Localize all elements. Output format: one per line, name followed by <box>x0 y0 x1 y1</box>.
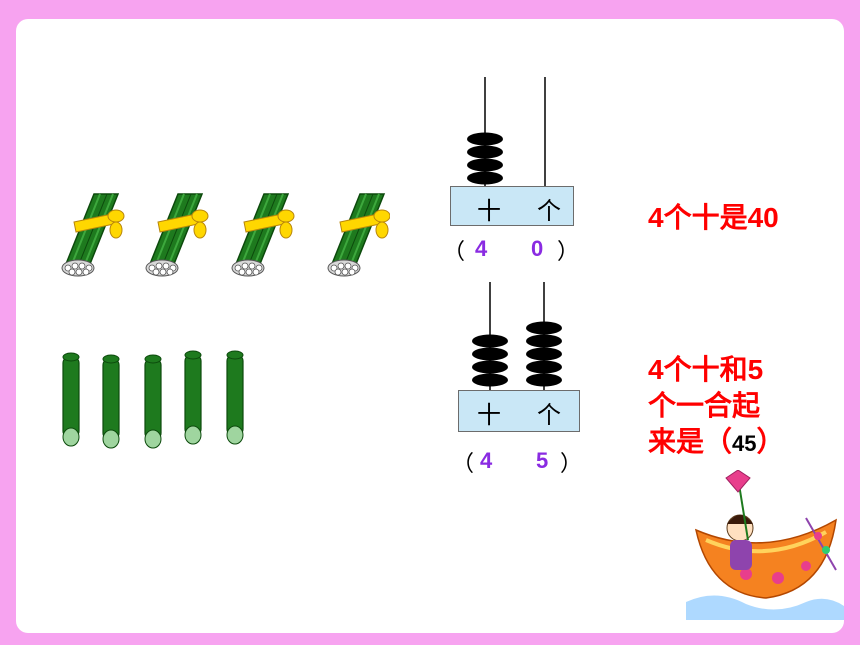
statement-forty: 4个十是40 <box>648 202 779 233</box>
slide-canvas <box>16 19 844 633</box>
tens-digit: 4 <box>475 236 488 261</box>
abacus-1-beads <box>467 132 503 185</box>
statement-line-3-prefix: 来是（ <box>648 426 733 457</box>
stick-bundles <box>61 193 390 277</box>
bundle-of-ten-4 <box>327 193 390 277</box>
ones-digit: 0 <box>531 236 544 261</box>
close-paren: ） <box>557 240 580 265</box>
ones-place-label: 个 <box>537 401 561 429</box>
statement-line-2: 个一合起 <box>648 390 761 421</box>
abacus-2-ones-bead-3 <box>526 347 562 361</box>
abacus-1-reading: （ 4 0 ） <box>443 234 583 265</box>
tens-place-label: 十 <box>477 401 501 429</box>
abacus-2-tens-bead-2 <box>472 360 508 374</box>
abacus-2-tens-bead-4 <box>472 334 508 348</box>
bundle-of-ten-1 <box>61 193 125 277</box>
abacus-2-tens-bead-1 <box>472 373 508 387</box>
boat-girl-illustration <box>686 470 844 620</box>
single-stick-5 <box>226 350 244 445</box>
abacus-1-tens-bead-3 <box>467 145 503 159</box>
single-stick-2 <box>102 354 120 449</box>
single-stick-1 <box>62 352 80 447</box>
abacus-2-ones-bead-2 <box>526 360 562 374</box>
tens-place-label: 十 <box>477 197 501 225</box>
ones-digit: 5 <box>536 448 549 473</box>
abacus-1-tens-bead-1 <box>467 171 503 185</box>
single-stick-3 <box>144 354 162 449</box>
abacus-2-ones-bead-4 <box>526 334 562 348</box>
abacus-1-tens-bead-4 <box>467 132 503 146</box>
abacus-2-tens-bead-3 <box>472 347 508 361</box>
abacus-2-ones-bead-1 <box>526 373 562 387</box>
single-sticks <box>62 350 244 449</box>
open-paren: （ <box>443 240 466 265</box>
close-paren: ） <box>560 452 583 477</box>
answer-value: 45 <box>732 431 757 456</box>
abacus-1-place-labels: 十 个 <box>450 186 574 226</box>
statement-line-3-suffix: ） <box>756 426 785 457</box>
statement-line-1: 4个十和5 <box>648 354 764 385</box>
abacus-2-place-labels: 十 个 <box>458 390 580 432</box>
abacus-1-tens-bead-2 <box>467 158 503 172</box>
ones-place-label: 个 <box>537 197 561 225</box>
abacus-2-beads <box>472 321 562 387</box>
bundle-of-ten-2 <box>145 193 209 277</box>
bundle-of-ten-3 <box>231 193 295 277</box>
single-stick-4 <box>184 350 202 445</box>
open-paren: （ <box>452 452 475 477</box>
abacus-2-reading: （ 4 5 ） <box>452 446 592 477</box>
abacus-2-ones-bead-5 <box>526 321 562 335</box>
tens-digit: 4 <box>480 448 493 473</box>
statement-line-3: 来是（45） <box>648 424 828 462</box>
statement-forty-five: 4个十和5 个一合起 来是（45） <box>648 352 828 462</box>
